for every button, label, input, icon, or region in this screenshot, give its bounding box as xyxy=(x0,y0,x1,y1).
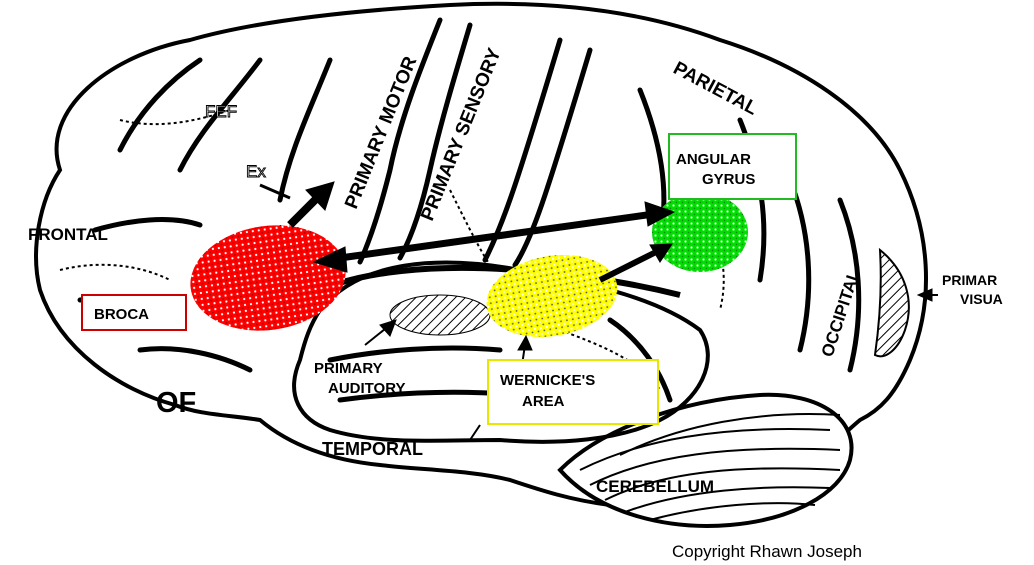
primary-auditory-label-line2: AUDITORY xyxy=(328,380,406,397)
of-label: OF xyxy=(156,387,196,419)
broca-label: BROCA xyxy=(94,306,149,323)
cerebellum-label: CEREBELLUM xyxy=(596,477,714,496)
primary-auditory-label-line1: PRIMARY xyxy=(314,360,383,377)
wernicke-label-line2: AREA xyxy=(522,393,565,410)
ex-label: Ex xyxy=(246,162,266,181)
fef-label: FEF xyxy=(205,102,237,121)
wernicke-label-line1: WERNICKE'S xyxy=(500,372,595,389)
wernicke-label-box xyxy=(488,360,658,424)
angular-gyrus-highlight xyxy=(652,192,748,272)
angular-gyrus-label-line2: GYRUS xyxy=(702,171,755,188)
frontal-label: FRONTAL xyxy=(28,225,108,244)
temporal-label: TEMPORAL xyxy=(322,439,423,459)
primary-visual-label-line2: VISUA xyxy=(960,291,1003,307)
primary-visual-label-line1: PRIMAR xyxy=(942,272,997,288)
primary-auditory-area xyxy=(390,295,490,335)
angular-gyrus-label-line1: ANGULAR xyxy=(676,151,751,168)
copyright-text: Copyright Rhawn Joseph xyxy=(672,542,862,561)
